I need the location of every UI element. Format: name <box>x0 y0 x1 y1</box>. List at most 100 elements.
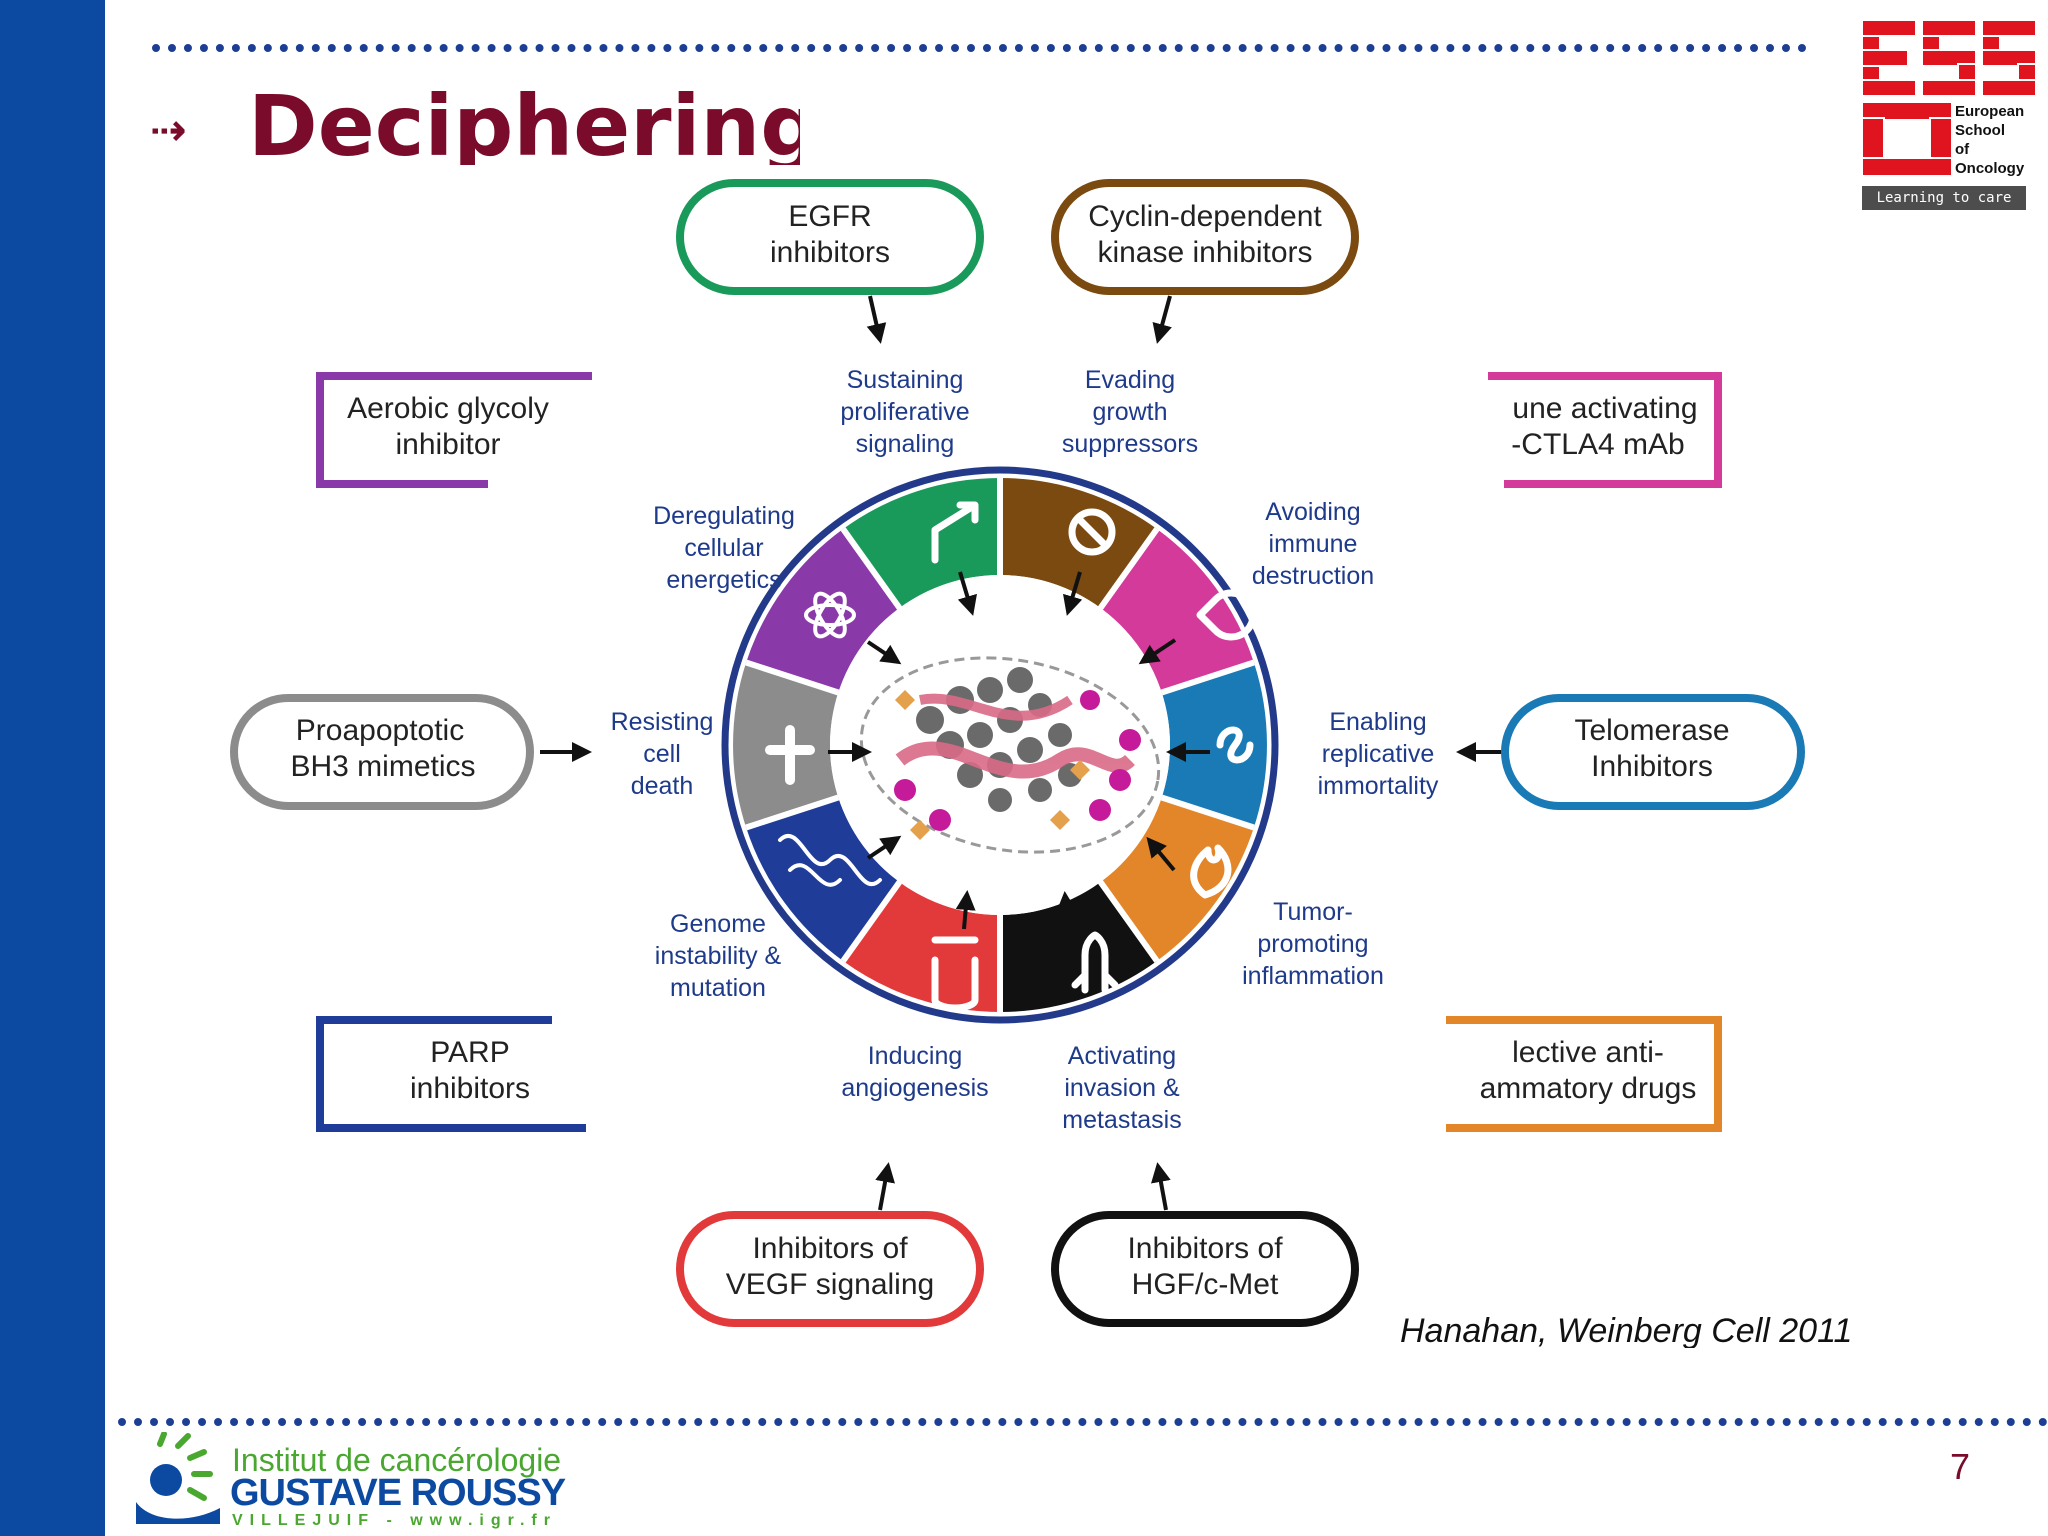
sector-suppressors <box>1000 478 1157 745</box>
therapy-hgf-line2: HGF/c-Met <box>1132 1268 1279 1301</box>
sector-inflammation <box>1000 745 1254 961</box>
hallmark-immune-line3: destruction <box>1252 562 1374 590</box>
therapy-egfr-line2: inhibitors <box>770 236 890 269</box>
therapy-vegf-line2: VEGF signaling <box>726 1268 934 1301</box>
therapy-bh3-line1: Proapoptotic <box>296 714 464 747</box>
therapy-vegf-line1: Inhibitors of <box>752 1232 908 1265</box>
therapy-vegf-box <box>676 1211 984 1327</box>
hallmark-energetics-line1: Deregulating <box>653 502 795 530</box>
ring-inner <box>830 575 1170 915</box>
footer-institut-text: Institut de cancérologie <box>232 1442 562 1478</box>
therapy-arrows <box>540 295 1510 1211</box>
hallmark-immune-line2: immune <box>1269 530 1358 558</box>
therapy-glycolysis-line1: Aerobic glycoly <box>347 392 549 425</box>
page-number: 7 <box>1950 1446 1971 1487</box>
therapy-hgf-line1: Inhibitors of <box>1127 1232 1283 1265</box>
sector-metastasis <box>1000 745 1157 1012</box>
infinity-icon <box>1216 726 1254 764</box>
sector-angiogenesis <box>843 745 1000 1012</box>
footer-gustave-roussy-text: GUSTAVE ROUSSY <box>230 1472 566 1514</box>
therapy-egfr-line1: EGFR <box>788 200 871 233</box>
therapy-parp-line1: PARP <box>430 1036 509 1069</box>
therapy-cdk-line2: kinase inhibitors <box>1097 236 1312 269</box>
hallmark-death-line3: death <box>631 772 694 800</box>
hallmark-inflammation-line1: Tumor- <box>1273 898 1353 926</box>
title-area: ⇢ Deciphering <box>150 85 800 165</box>
ring-outer-border <box>721 466 1279 1024</box>
therapy-glycolysis-box <box>316 372 592 488</box>
hallmark-genome-line2: instability & <box>655 942 782 970</box>
therapy-immune-line2: -CTLA4 mAb <box>1511 428 1684 461</box>
hallmark-suppressors-line1: Evading <box>1085 366 1175 394</box>
prohibit-icon <box>1068 508 1116 556</box>
hallmark-inflammation-line2: promoting <box>1257 930 1368 958</box>
therapy-telomerase-line2: Inhibitors <box>1591 750 1713 783</box>
arrow-up-right-icon <box>931 501 979 564</box>
cross-icon <box>765 725 815 785</box>
therapy-parp-box <box>316 1016 586 1132</box>
eso-logo-text: European School of Oncology <box>1955 102 2024 178</box>
logo-line-oncology: Oncology <box>1955 160 2025 177</box>
sector-death <box>733 662 1000 828</box>
slide-title: Deciphering <box>248 85 800 165</box>
hallmark-metastasis-line1: Activating <box>1068 1042 1176 1070</box>
left-accent-bar <box>0 0 105 1536</box>
hallmark-death-line1: Resisting <box>611 708 714 736</box>
hallmark-inflammation-line3: inflammation <box>1242 962 1384 990</box>
therapy-immune-line1: une activating <box>1512 392 1697 425</box>
sector-proliferative <box>843 478 1000 745</box>
flame-icon <box>1190 844 1232 899</box>
citation: Hanahan, Weinberg Cell 2011 <box>1400 1312 1853 1348</box>
hallmark-energetics-line3: energetics <box>666 566 781 594</box>
therapy-immune-box <box>1488 372 1722 488</box>
top-dotted-rule <box>152 44 1807 52</box>
hallmark-suppressors-line2: growth <box>1092 398 1167 426</box>
sector-immune <box>1000 529 1254 745</box>
therapy-telomerase-line1: Telomerase <box>1574 714 1729 747</box>
therapy-antiinflam-line2: ammatory drugs <box>1480 1072 1697 1105</box>
hallmark-death-line2: cell <box>643 740 681 768</box>
logo-line-of: of <box>1955 141 1970 158</box>
dna-icon <box>778 834 882 887</box>
therapy-cdk-line1: Cyclin-dependent <box>1088 200 1322 233</box>
hallmark-angiogenesis-line1: Inducing <box>868 1042 963 1070</box>
rocket-cell-icon <box>1071 931 1119 994</box>
inward-arrows <box>828 571 1210 931</box>
bottom-dotted-rule <box>118 1418 2048 1426</box>
hallmark-immune-line1: Avoiding <box>1265 498 1360 526</box>
therapy-parp-line2: inhibitors <box>410 1072 530 1105</box>
therapy-telomerase-box <box>1501 694 1805 810</box>
therapy-egfr-box <box>676 179 984 295</box>
vessel-icon <box>931 936 979 1012</box>
hallmark-ring <box>721 466 1279 1024</box>
logo-line-school: School <box>1955 122 2006 139</box>
therapy-bh3-box <box>230 694 534 810</box>
therapy-hgf-box <box>1051 1211 1359 1327</box>
title-arrow-icon: ⇢ <box>150 105 187 156</box>
gustave-roussy-logo <box>136 1432 220 1524</box>
hallmark-genome-line1: Genome <box>670 910 766 938</box>
sector-genome <box>746 745 1000 961</box>
eso-logo <box>1861 19 2037 177</box>
therapy-cdk-box <box>1051 179 1359 295</box>
hallmark-energetics-line2: cellular <box>684 534 763 562</box>
logo-line-european: European <box>1955 103 2025 120</box>
pacman-cell-icon <box>1196 589 1257 641</box>
therapy-bh3-line2: BH3 mimetics <box>290 750 475 783</box>
hallmark-immortality-line3: immortality <box>1318 772 1439 800</box>
hallmark-immortality-line2: replicative <box>1322 740 1435 768</box>
therapy-antiinflam-box <box>1446 1016 1722 1132</box>
sector-immortality <box>1000 662 1267 828</box>
hallmark-angiogenesis-line2: angiogenesis <box>841 1074 988 1102</box>
eso-tagline: Learning to care <box>1862 186 2026 210</box>
tumor-illustration <box>859 656 1161 854</box>
hallmark-metastasis-line2: invasion & <box>1064 1074 1180 1102</box>
hallmark-genome-line3: mutation <box>670 974 766 1002</box>
therapy-antiinflam-line1: lective anti- <box>1512 1036 1664 1069</box>
atom-icon <box>804 591 856 639</box>
hallmark-proliferative-line3: signaling <box>856 430 955 458</box>
hallmark-proliferative-line2: proliferative <box>840 398 969 426</box>
sector-energetics <box>746 529 1000 745</box>
hallmark-proliferative-line1: Sustaining <box>847 366 964 394</box>
